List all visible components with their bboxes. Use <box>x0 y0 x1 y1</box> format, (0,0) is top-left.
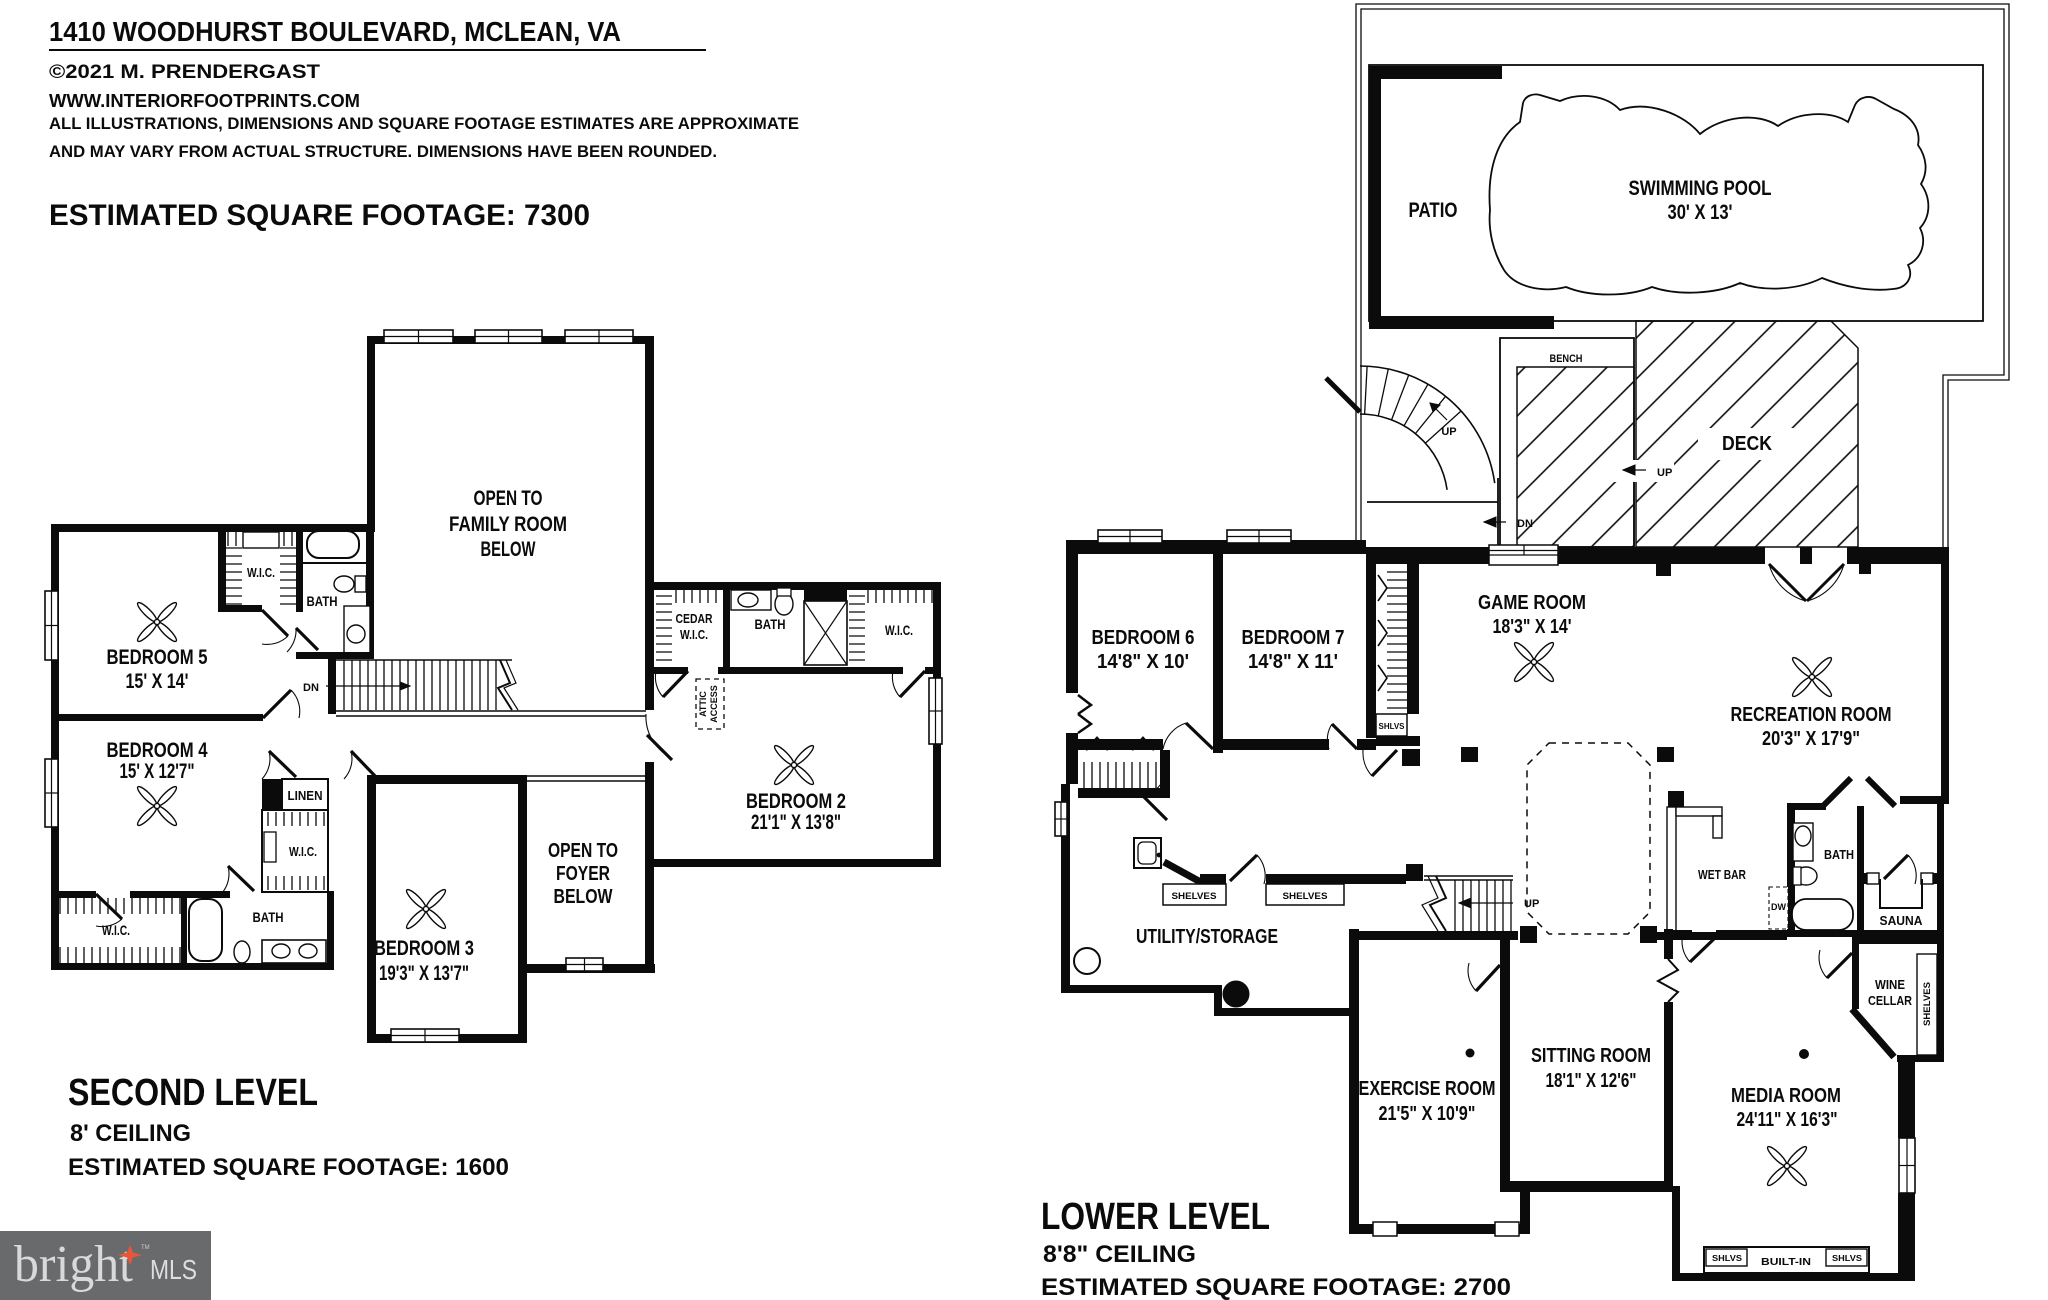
svg-text:14'8" X 10': 14'8" X 10' <box>1097 651 1189 673</box>
svg-text:SHLVS: SHLVS <box>1832 1253 1862 1263</box>
svg-text:W.I.C.: W.I.C. <box>680 628 708 642</box>
svg-text:BATH: BATH <box>755 617 786 632</box>
svg-text:UP: UP <box>1524 898 1539 910</box>
svg-text:BATH: BATH <box>253 910 284 925</box>
svg-text:18'1" X 12'6": 18'1" X 12'6" <box>1546 1070 1637 1092</box>
svg-text:FAMILY ROOM: FAMILY ROOM <box>449 513 567 536</box>
svg-text:19'3" X 13'7": 19'3" X 13'7" <box>379 962 469 985</box>
svg-text:EXERCISE ROOM: EXERCISE ROOM <box>1359 1078 1496 1100</box>
svg-text:18'3" X 14': 18'3" X 14' <box>1493 616 1572 638</box>
svg-text:SWIMMING POOL: SWIMMING POOL <box>1629 177 1772 200</box>
svg-text:AND MAY VARY FROM ACTUAL STRUC: AND MAY VARY FROM ACTUAL STRUCTURE. DIME… <box>49 142 717 161</box>
svg-text:1410 WOODHURST BOULEVARD, MCLE: 1410 WOODHURST BOULEVARD, MCLEAN, VA <box>49 16 621 47</box>
svg-text:8' CEILING: 8' CEILING <box>70 1120 191 1147</box>
svg-text:21'1" X 13'8": 21'1" X 13'8" <box>751 811 841 834</box>
svg-text:SHELVES: SHELVES <box>1172 891 1217 902</box>
svg-text:SHELVES: SHELVES <box>1922 982 1932 1026</box>
svg-text:ESTIMATED SQUARE FOOTAGE: 1600: ESTIMATED SQUARE FOOTAGE: 1600 <box>68 1154 509 1181</box>
svg-text:ATTIC: ATTIC <box>698 691 708 717</box>
svg-text:DECK: DECK <box>1722 433 1772 455</box>
svg-text:8'8" CEILING: 8'8" CEILING <box>1043 1241 1196 1268</box>
svg-text:PATIO: PATIO <box>1409 199 1458 222</box>
svg-text:BEDROOM 5: BEDROOM 5 <box>107 646 208 669</box>
svg-text:BEDROOM 4: BEDROOM 4 <box>107 739 208 762</box>
svg-text:OPEN TO: OPEN TO <box>548 840 618 862</box>
svg-text:15' X 14': 15' X 14' <box>126 670 189 693</box>
svg-text:DN: DN <box>303 682 319 694</box>
svg-text:ACCESS: ACCESS <box>709 685 719 723</box>
svg-text:DW: DW <box>1771 902 1786 912</box>
svg-text:SHLVS: SHLVS <box>1712 1253 1742 1263</box>
svg-text:LOWER LEVEL: LOWER LEVEL <box>1041 1196 1270 1238</box>
svg-text:BATH: BATH <box>307 594 338 609</box>
svg-text:CELLAR: CELLAR <box>1868 993 1913 1008</box>
svg-text:ESTIMATED SQUARE FOOTAGE: 7300: ESTIMATED SQUARE FOOTAGE: 7300 <box>49 199 590 232</box>
svg-text:RECREATION ROOM: RECREATION ROOM <box>1731 704 1892 726</box>
svg-text:BENCH: BENCH <box>1550 353 1583 365</box>
svg-text:20'3" X 17'9": 20'3" X 17'9" <box>1762 728 1860 750</box>
svg-text:BEDROOM 2: BEDROOM 2 <box>746 790 846 813</box>
svg-text:W.I.C.: W.I.C. <box>102 923 130 938</box>
svg-text:21'5" X 10'9": 21'5" X 10'9" <box>1379 1103 1476 1125</box>
svg-text:24'11" X 16'3": 24'11" X 16'3" <box>1737 1109 1838 1131</box>
svg-text:SITTING ROOM: SITTING ROOM <box>1531 1045 1651 1067</box>
svg-text:ALL ILLUSTRATIONS, DIMENSIONS: ALL ILLUSTRATIONS, DIMENSIONS AND SQUARE… <box>49 114 799 133</box>
svg-text:DN: DN <box>1517 518 1533 530</box>
svg-text:14'8" X 11': 14'8" X 11' <box>1248 651 1338 673</box>
svg-text:W.I.C.: W.I.C. <box>247 565 275 580</box>
svg-text:UTILITY/STORAGE: UTILITY/STORAGE <box>1136 926 1278 948</box>
svg-text:SHLVS: SHLVS <box>1379 722 1406 731</box>
svg-text:BATH: BATH <box>1824 847 1854 862</box>
svg-text:UP: UP <box>1441 426 1456 438</box>
svg-text:BUILT-IN: BUILT-IN <box>1761 1256 1811 1268</box>
svg-text:15' X 12'7": 15' X 12'7" <box>120 760 195 783</box>
svg-text:CEDAR: CEDAR <box>676 612 713 626</box>
svg-text:W.I.C.: W.I.C. <box>289 844 317 859</box>
svg-text:ESTIMATED SQUARE FOOTAGE: 2700: ESTIMATED SQUARE FOOTAGE: 2700 <box>1041 1274 1511 1300</box>
svg-text:MEDIA ROOM: MEDIA ROOM <box>1731 1085 1841 1107</box>
svg-text:BEDROOM 7: BEDROOM 7 <box>1242 627 1345 649</box>
svg-text:SECOND LEVEL: SECOND LEVEL <box>68 1072 318 1114</box>
svg-text:FOYER: FOYER <box>556 863 610 885</box>
svg-text:UP: UP <box>1657 467 1672 479</box>
svg-text:MLS: MLS <box>150 1254 197 1285</box>
svg-text:OPEN TO: OPEN TO <box>474 487 543 510</box>
svg-text:bright: bright <box>14 1236 134 1293</box>
svg-text:WET BAR: WET BAR <box>1698 867 1746 882</box>
svg-text:30' X 13': 30' X 13' <box>1668 201 1733 224</box>
svg-text:LINEN: LINEN <box>288 789 323 803</box>
svg-text:GAME ROOM: GAME ROOM <box>1478 592 1586 614</box>
svg-text:©2021 M. PRENDERGAST: ©2021 M. PRENDERGAST <box>49 62 320 83</box>
svg-text:SHELVES: SHELVES <box>1283 891 1328 902</box>
svg-text:BELOW: BELOW <box>481 538 536 561</box>
svg-text:WINE: WINE <box>1875 977 1905 992</box>
svg-text:SAUNA: SAUNA <box>1880 913 1924 928</box>
svg-text:TM: TM <box>141 1245 150 1251</box>
svg-text:W.I.C.: W.I.C. <box>885 623 913 638</box>
svg-text:BEDROOM 3: BEDROOM 3 <box>374 937 474 960</box>
svg-text:BELOW: BELOW <box>554 886 613 908</box>
svg-text:BEDROOM 6: BEDROOM 6 <box>1092 627 1195 649</box>
svg-text:WWW.INTERIORFOOTPRINTS.COM: WWW.INTERIORFOOTPRINTS.COM <box>49 91 360 111</box>
